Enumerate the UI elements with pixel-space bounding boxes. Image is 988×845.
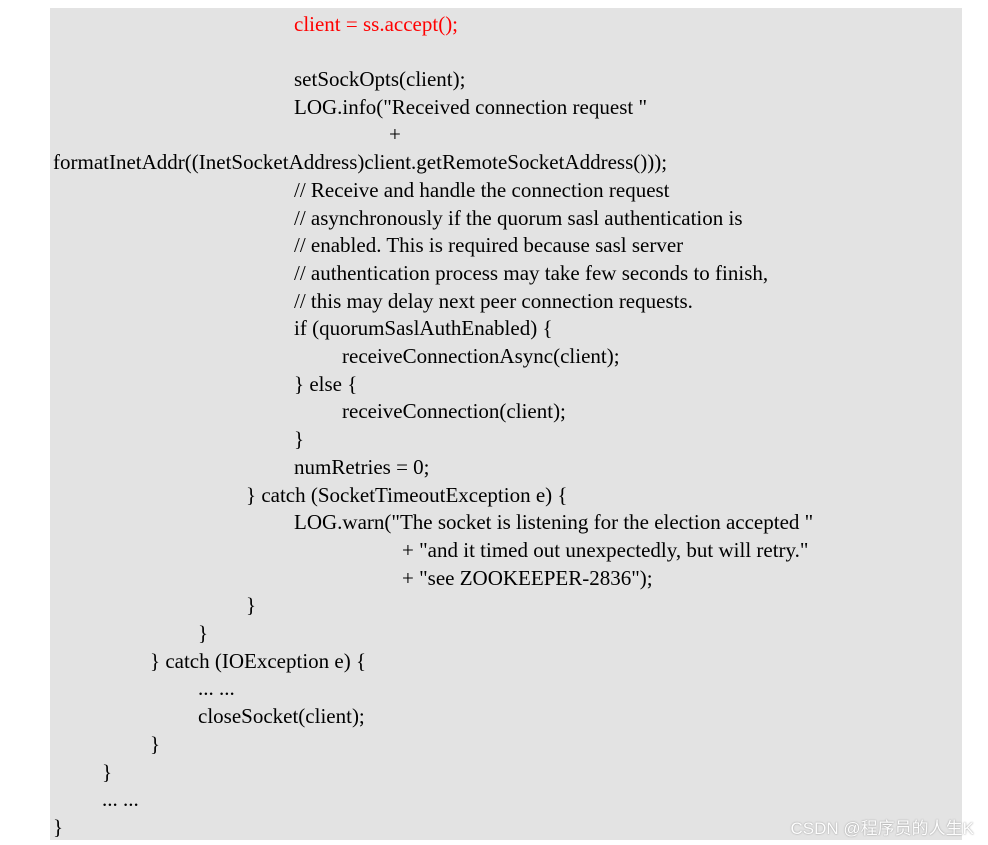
code-line-1: client = ss.accept(); — [294, 12, 459, 36]
code-line-14: receiveConnection(client); — [342, 399, 566, 423]
code-line-5: formatInetAddr((InetSocketAddress)client… — [53, 150, 668, 174]
code-line-23: } catch (IOException e) { — [150, 649, 367, 673]
code-line-29: } — [53, 815, 64, 839]
code-line-13: } else { — [294, 372, 358, 396]
code-line-6: // Receive and handle the connection req… — [294, 178, 670, 202]
code-line-15: } — [294, 427, 305, 451]
code-line-9: // authentication process may take few s… — [294, 261, 769, 285]
code-panel: client = ss.accept(); setSockOpts(client… — [50, 8, 962, 840]
code-line-22: } — [198, 621, 209, 645]
code-line-7: // asynchronously if the quorum sasl aut… — [294, 206, 743, 230]
code-line-26: } — [150, 732, 161, 756]
code-line-25: closeSocket(client); — [198, 704, 365, 728]
code-line-11: if (quorumSaslAuthEnabled) { — [294, 316, 553, 340]
code-line-18: LOG.warn("The socket is listening for th… — [294, 510, 814, 534]
code-line-19: + "and it timed out unexpectedly, but wi… — [402, 538, 809, 562]
code-line-3: LOG.info("Received connection request " — [294, 95, 648, 119]
code-line-12: receiveConnectionAsync(client); — [342, 344, 620, 368]
code-line-21: } — [246, 593, 257, 617]
code-line-17: } catch (SocketTimeoutException e) { — [246, 483, 568, 507]
code-line-2: setSockOpts(client); — [294, 67, 466, 91]
csdn-watermark: CSDN @程序员的人生K — [790, 819, 975, 838]
code-line-20: + "see ZOOKEEPER-2836"); — [402, 566, 653, 590]
code-line-4: + — [389, 122, 401, 146]
code-line-10: // this may delay next peer connection r… — [294, 289, 693, 313]
code-line-28: ... ... — [102, 787, 139, 811]
code-line-16: numRetries = 0; — [294, 455, 430, 479]
code-line-8: // enabled. This is required because sas… — [294, 233, 684, 257]
code-line-27: } — [102, 760, 113, 784]
code-line-24: ... ... — [198, 676, 235, 700]
